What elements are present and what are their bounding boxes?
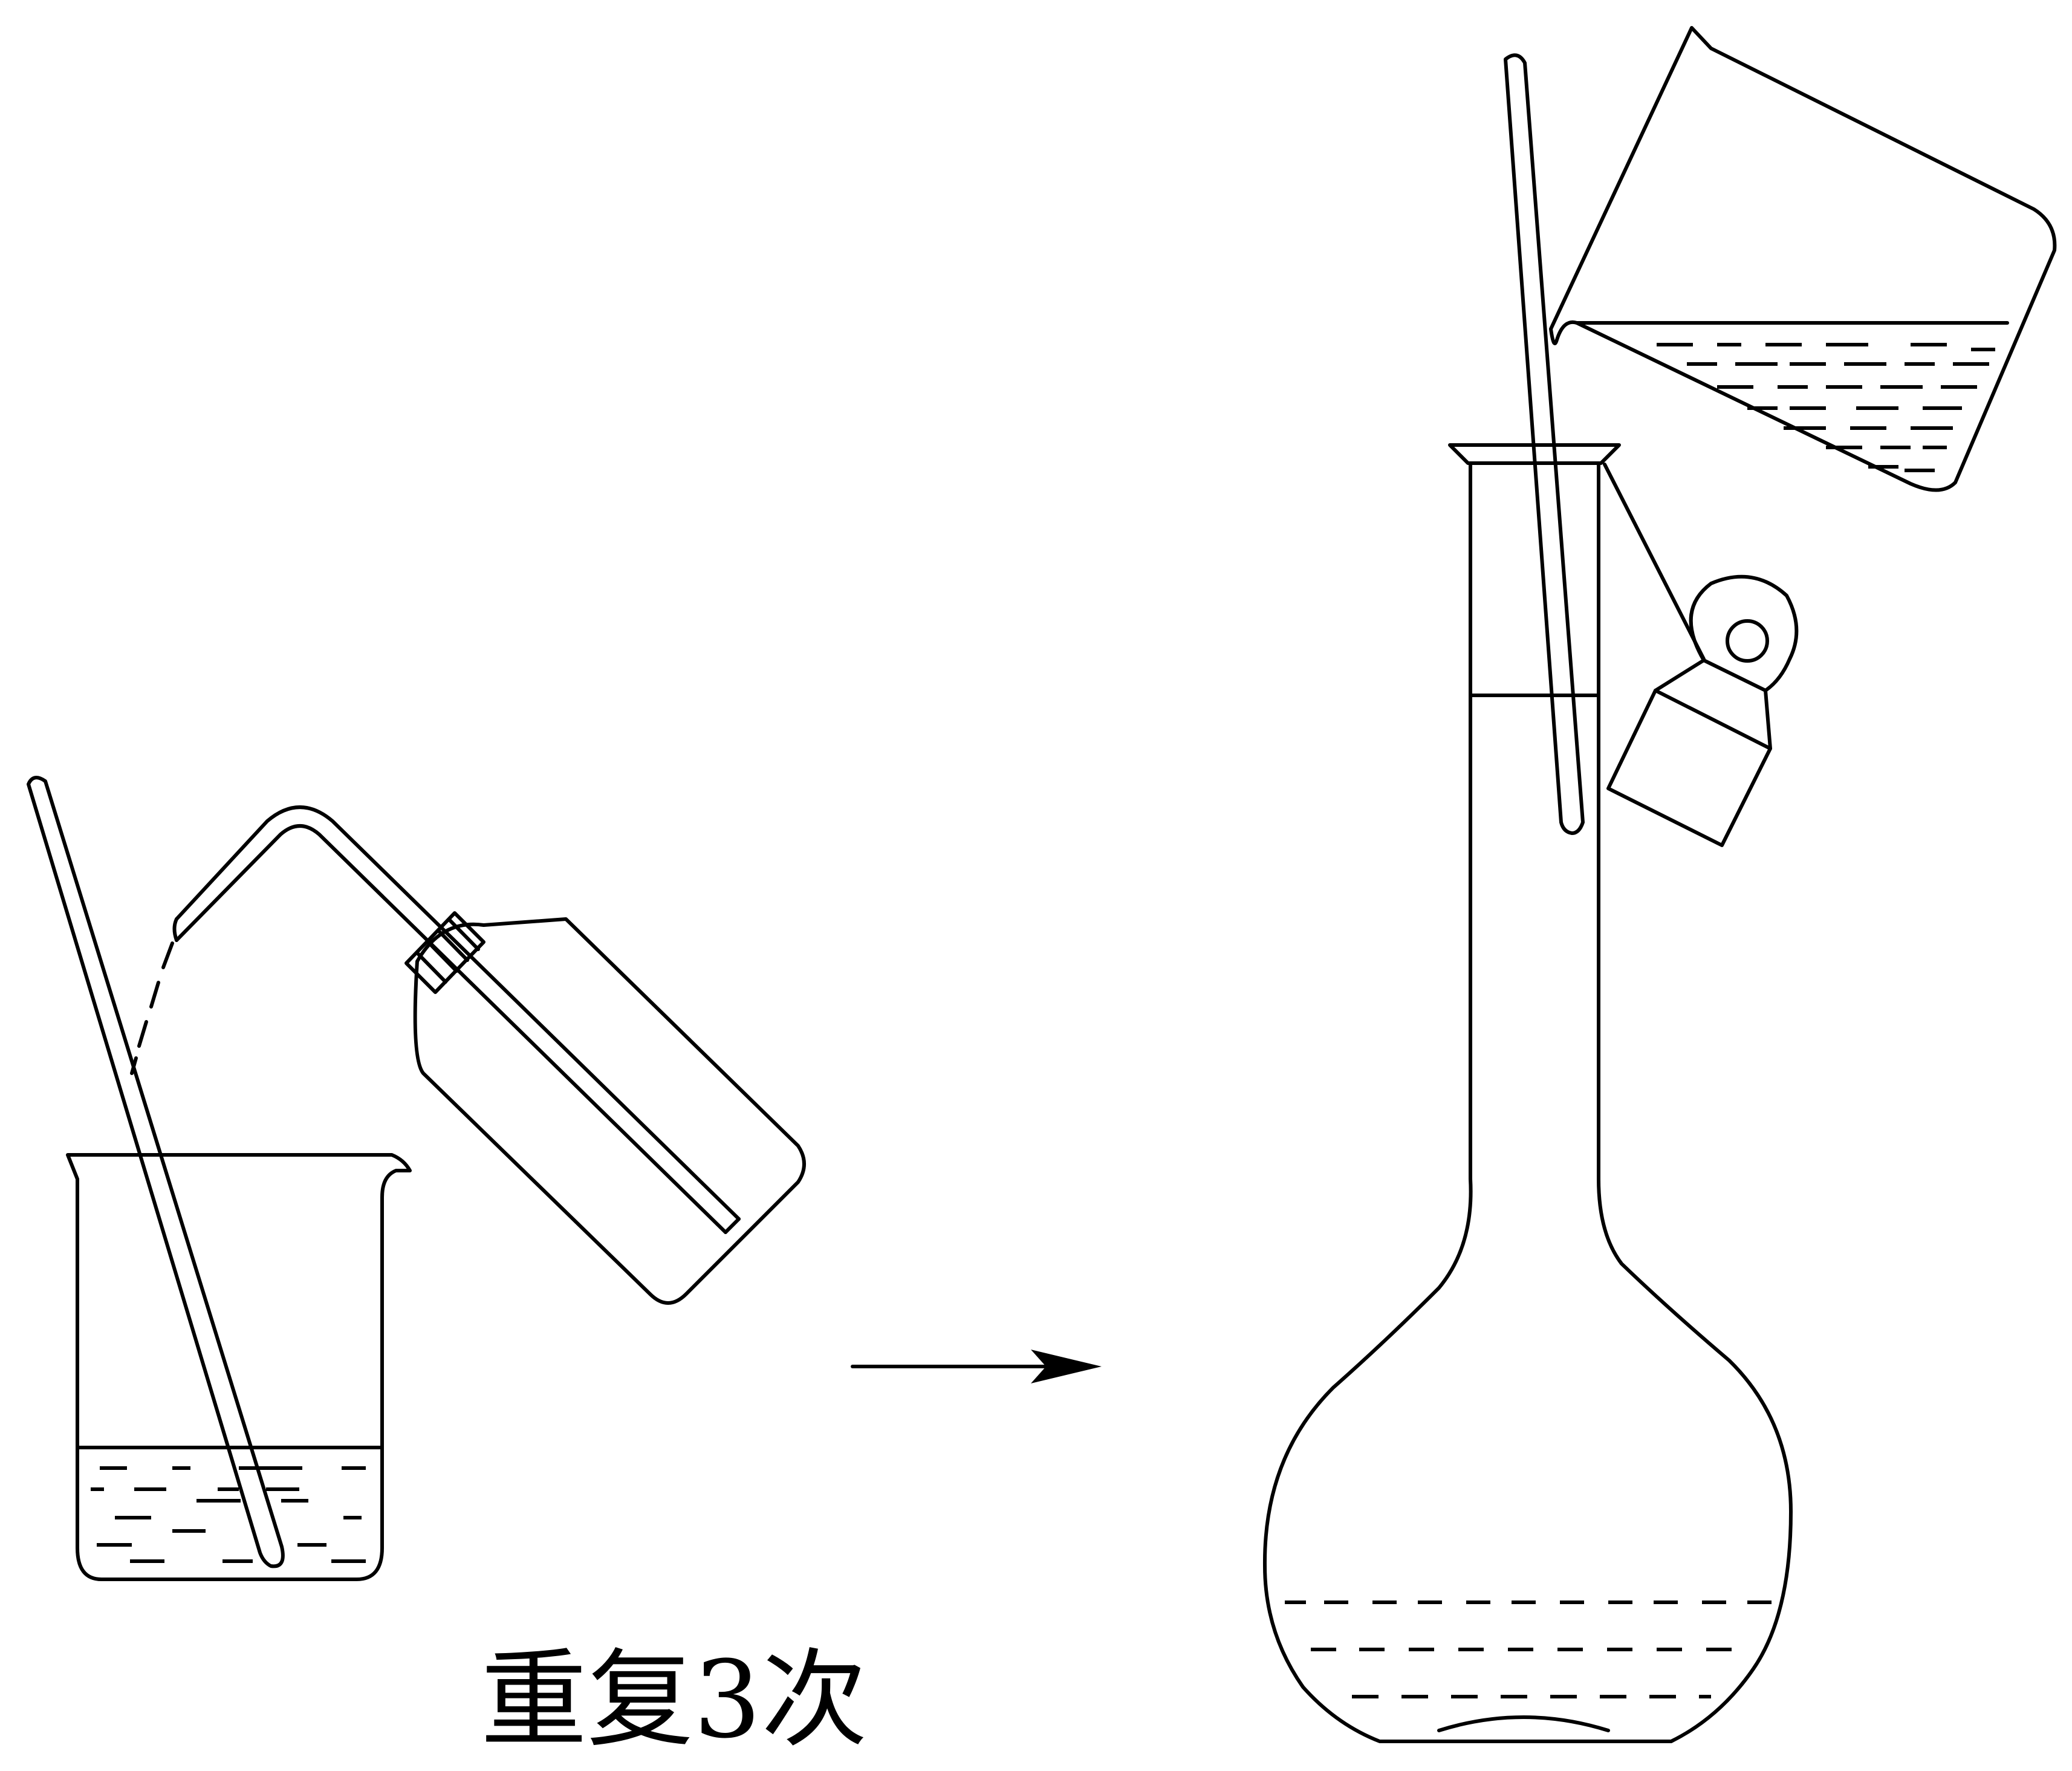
stopper-ring: [1726, 619, 1769, 663]
pouring-beaker-liquid: [1657, 343, 1995, 472]
water-stream: [161, 941, 174, 969]
rinse-beaker: [66, 1153, 412, 1581]
repeat-caption: 重复3次: [481, 1638, 868, 1762]
volumetric-flask: [1262, 443, 1793, 1743]
flask-stopper-tag: [1603, 463, 1799, 847]
beaker-liquid: [91, 1466, 366, 1563]
flask-body: [1262, 461, 1793, 1743]
flask-mouth: [1448, 443, 1621, 465]
pouring-beaker: [1549, 26, 2057, 492]
flask-liquid: [1285, 1600, 1772, 1732]
glass-rod-right: [1504, 53, 1585, 835]
wash-bottle: [130, 805, 806, 1305]
process-arrow: [851, 1350, 1102, 1383]
glass-rod-left: [27, 776, 285, 1568]
